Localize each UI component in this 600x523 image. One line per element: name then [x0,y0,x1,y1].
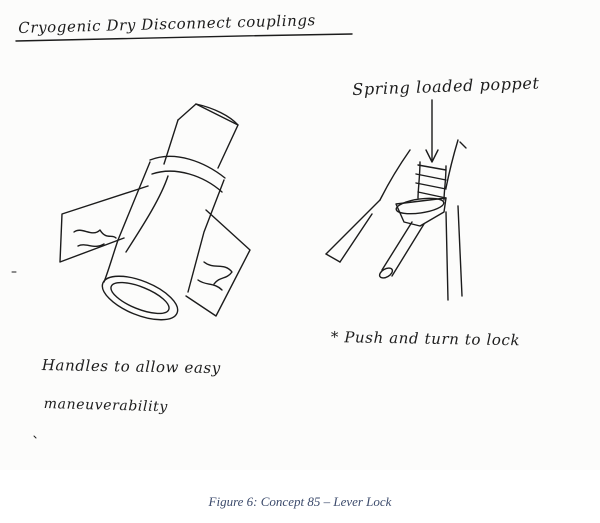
coupling-sketch [60,104,250,329]
handles-note-line2: maneuverability [44,396,168,415]
handles-note-line1: Handles to allow easy [42,356,221,377]
lock-note: * Push and turn to lock [331,328,521,349]
poppet-sketch [326,100,466,300]
figure-caption: Figure 6: Concept 85 – Lever Lock [0,494,600,510]
spring [416,165,446,198]
sketch-panel: Cryogenic Dry Disconnect couplings Sprin… [0,0,600,470]
